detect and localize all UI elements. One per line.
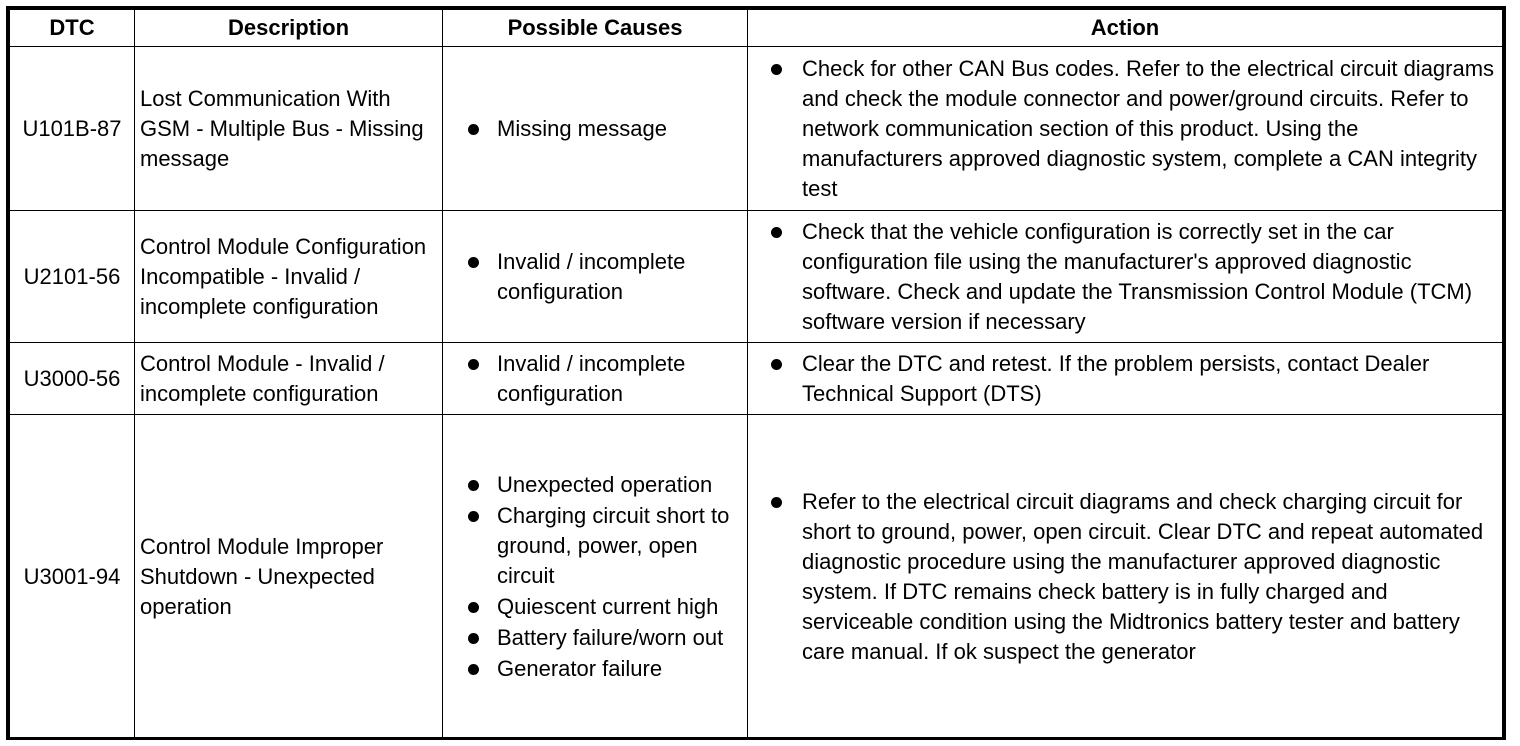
cause-item: Generator failure <box>444 654 747 684</box>
header-row: DTC Description Possible Causes Action <box>9 9 1503 47</box>
bullet-icon <box>468 632 479 644</box>
cause-item: Missing message <box>444 114 747 144</box>
action-cell: Refer to the electrical circuit diagrams… <box>747 414 1503 739</box>
dtc-code: U2101-56 <box>9 210 135 343</box>
header-description: Description <box>134 9 443 47</box>
dtc-code: U3000-56 <box>9 342 135 415</box>
action-list: Check for other CAN Bus codes. Refer to … <box>749 54 1502 204</box>
table-row: U3001-94 Control Module Improper Shutdow… <box>9 414 1503 739</box>
action-list: Clear the DTC and retest. If the problem… <box>749 349 1502 409</box>
dtc-table: DTC Description Possible Causes Action U… <box>9 9 1503 739</box>
cause-item: Charging circuit short to ground, power,… <box>444 501 747 591</box>
bullet-icon <box>771 496 782 508</box>
bullet-icon <box>468 479 479 491</box>
header-possible-causes: Possible Causes <box>442 9 748 47</box>
table-row: U3000-56 Control Module - Invalid / inco… <box>9 342 1503 415</box>
cause-item: Invalid / incomplete configuration <box>444 247 747 307</box>
bullet-icon <box>771 63 782 75</box>
bullet-icon <box>468 123 479 135</box>
possible-causes-cell: Unexpected operation Charging circuit sh… <box>442 414 748 739</box>
bullet-icon <box>468 663 479 675</box>
table-row: U2101-56 Control Module Configuration In… <box>9 210 1503 343</box>
cause-item: Invalid / incomplete configuration <box>444 349 747 409</box>
possible-causes-list: Invalid / incomplete configuration <box>444 349 747 409</box>
dtc-description: Control Module - Invalid / incomplete co… <box>134 342 443 415</box>
cause-item: Unexpected operation <box>444 470 747 500</box>
action-item: Clear the DTC and retest. If the problem… <box>749 349 1502 409</box>
bullet-icon <box>468 256 479 268</box>
action-cell: Clear the DTC and retest. If the problem… <box>747 342 1503 415</box>
cause-item: Quiescent current high <box>444 592 747 622</box>
action-cell: Check for other CAN Bus codes. Refer to … <box>747 46 1503 211</box>
action-item: Refer to the electrical circuit diagrams… <box>749 487 1502 667</box>
dtc-description: Lost Communication With GSM - Multiple B… <box>134 46 443 211</box>
possible-causes-cell: Invalid / incomplete configuration <box>442 342 748 415</box>
action-list: Refer to the electrical circuit diagrams… <box>749 487 1502 667</box>
table-row: U101B-87 Lost Communication With GSM - M… <box>9 46 1503 211</box>
cause-item: Battery failure/worn out <box>444 623 747 653</box>
dtc-code: U3001-94 <box>9 414 135 739</box>
dtc-description: Control Module Configuration Incompatibl… <box>134 210 443 343</box>
possible-causes-cell: Missing message <box>442 46 748 211</box>
possible-causes-list: Unexpected operation Charging circuit sh… <box>444 470 747 684</box>
bullet-icon <box>468 510 479 522</box>
action-cell: Check that the vehicle configuration is … <box>747 210 1503 343</box>
dtc-table-frame: DTC Description Possible Causes Action U… <box>6 6 1506 740</box>
header-action: Action <box>747 9 1503 47</box>
possible-causes-list: Missing message <box>444 114 747 144</box>
possible-causes-list: Invalid / incomplete configuration <box>444 247 747 307</box>
action-item: Check for other CAN Bus codes. Refer to … <box>749 54 1502 204</box>
bullet-icon <box>771 358 782 370</box>
bullet-icon <box>468 358 479 370</box>
header-dtc: DTC <box>9 9 135 47</box>
bullet-icon <box>468 601 479 613</box>
dtc-description: Control Module Improper Shutdown - Unexp… <box>134 414 443 739</box>
action-item: Check that the vehicle configuration is … <box>749 217 1502 337</box>
action-list: Check that the vehicle configuration is … <box>749 217 1502 337</box>
dtc-code: U101B-87 <box>9 46 135 211</box>
possible-causes-cell: Invalid / incomplete configuration <box>442 210 748 343</box>
bullet-icon <box>771 226 782 238</box>
